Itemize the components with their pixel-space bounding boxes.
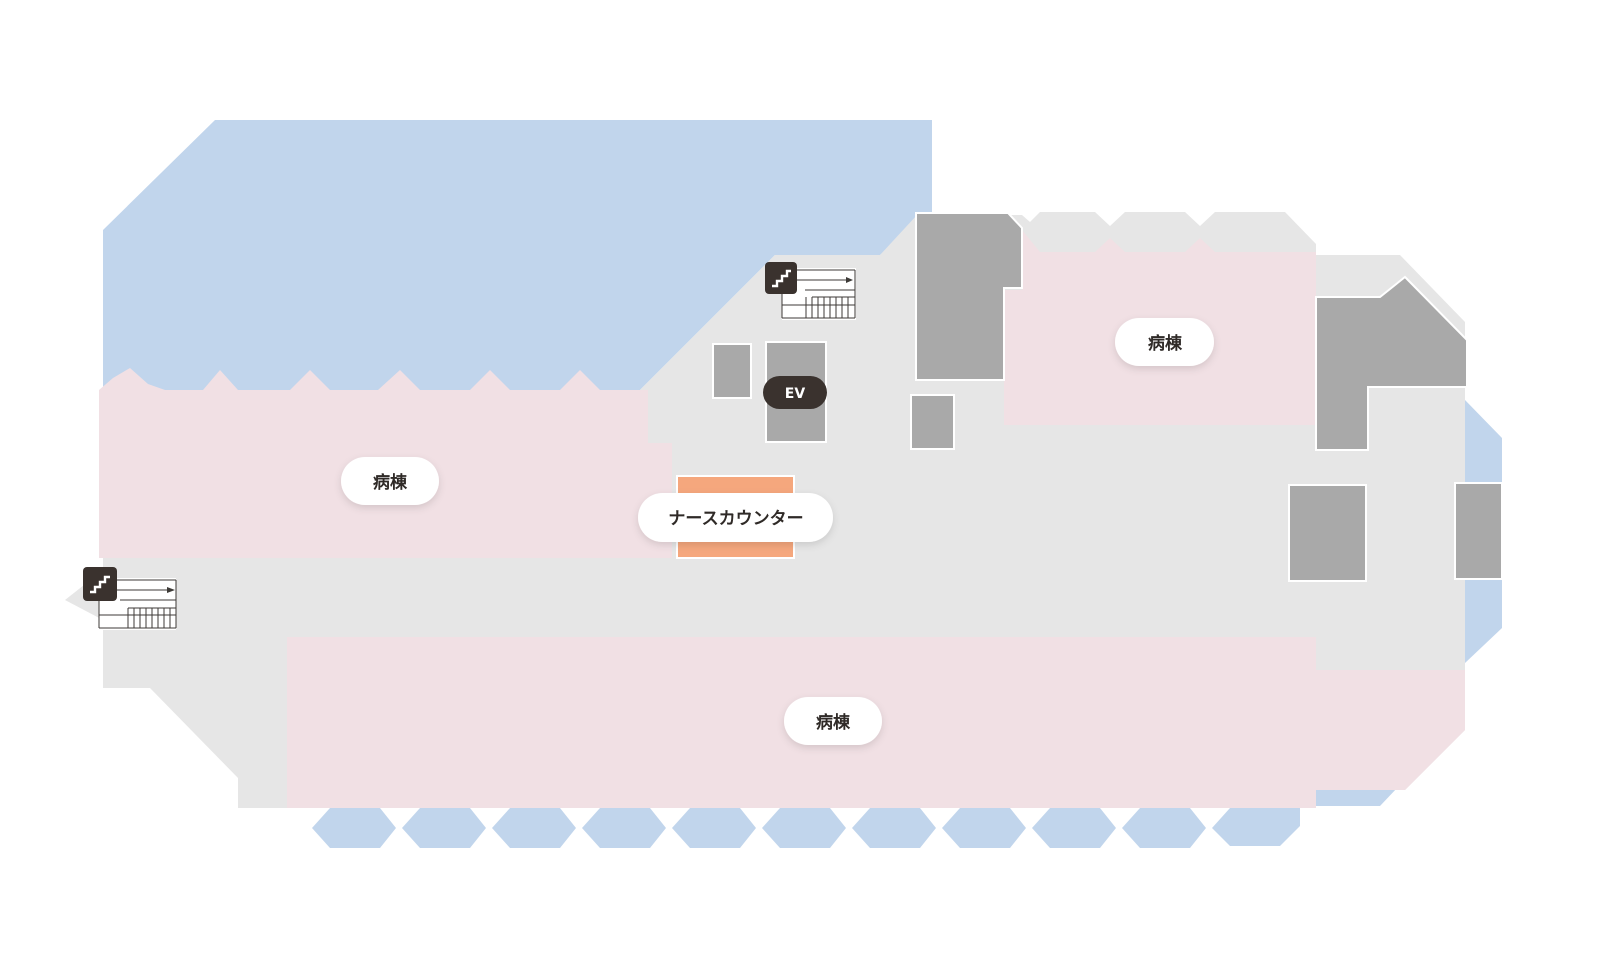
facility-blocks [712,212,1503,582]
label-ward-left[interactable] [341,457,439,505]
facility-room-right [1315,275,1468,451]
ward-top-right-label: 病棟 [1148,333,1183,354]
ward-bottom-label: 病棟 [816,712,851,733]
label-ward-top-right[interactable] [1115,318,1214,366]
ward-left-label: 病棟 [373,472,408,493]
label-ward-bottom[interactable] [784,697,882,745]
stairs-left [83,567,177,630]
outdoor-areas [103,120,1502,848]
facility-room-small-2 [910,394,955,450]
facility-room-right-lower [1288,484,1367,582]
stairs-icon [765,262,797,294]
stairs-icon [83,567,117,601]
stairs-top [765,262,856,320]
outdoor-area-top-left [103,120,932,390]
outdoor-balcony-row [312,808,1300,848]
label-nurse-counter[interactable] [638,493,833,542]
nurse-counter-label: ナースカウンター [668,509,803,529]
elevator-badge[interactable]: EV [763,376,827,409]
elevator-label: EV [785,386,806,402]
facility-room-right-edge [1454,482,1503,580]
facility-room-small [712,343,752,399]
facility-room-top [915,212,1023,381]
